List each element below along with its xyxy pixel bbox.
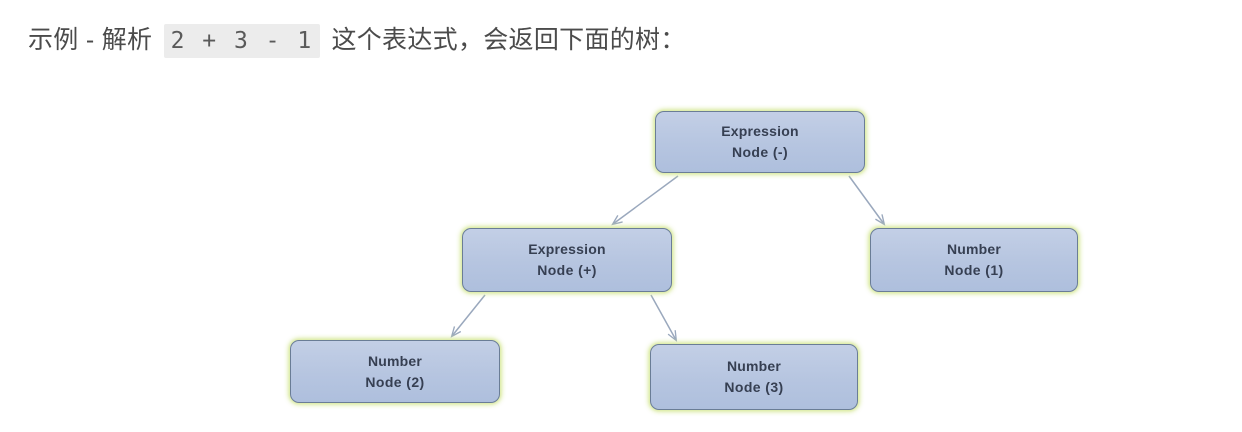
- tree-node-label-primary: Expression: [721, 123, 799, 139]
- tree-edge-plus-to-two: [452, 294, 486, 336]
- tree-node-label-secondary: Node (-): [731, 144, 789, 160]
- heading-code-expression: 2 + 3 - 1: [163, 24, 321, 58]
- tree-node-label-primary: Number: [946, 241, 1002, 257]
- tree-node-label-primary: Number: [367, 352, 423, 369]
- tree-node-label-secondary: Node (3): [724, 379, 784, 395]
- tree-edge-root-to-plus: [613, 175, 679, 224]
- tree-node-label-secondary: Node (+): [537, 262, 597, 278]
- page-heading: 示例 - 解析 2 + 3 - 1 这个表达式，会返回下面的树：: [28, 18, 686, 63]
- tree-edge-plus-to-three: [650, 294, 676, 340]
- heading-text-before: 示例 - 解析: [28, 26, 153, 54]
- tree-node-label-secondary: Node (1): [944, 262, 1004, 278]
- tree-edge-root-to-one: [848, 175, 884, 224]
- tree-node-label-primary: Number: [726, 358, 782, 374]
- heading-text-after: 这个表达式，会返回下面的树：: [331, 26, 686, 54]
- tree-node-label-primary: Expression: [528, 241, 606, 257]
- tree-node-label-secondary: Node (2): [365, 373, 425, 390]
